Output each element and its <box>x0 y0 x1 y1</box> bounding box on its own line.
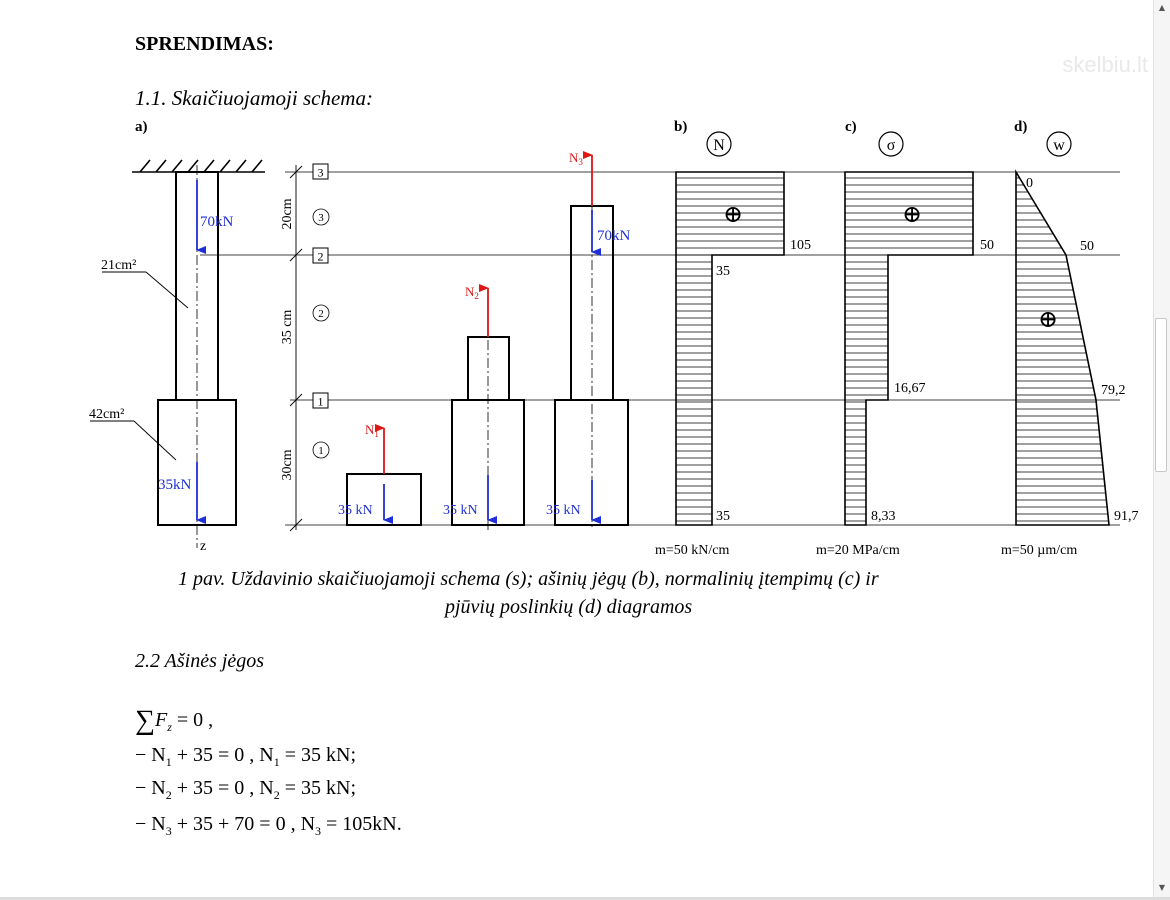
fb3-load35-label: 35 kN <box>546 503 581 518</box>
sigma-value-50: 50 <box>980 238 994 253</box>
load-35kn-label: 35kN <box>158 477 192 493</box>
w-value-79-2: 79,2 <box>1101 383 1126 398</box>
svg-text:1: 1 <box>318 395 324 409</box>
section-2-2-heading: 2.2 Ašinės jėgos <box>135 650 265 672</box>
N-plus-sign: ⊕ <box>723 202 743 228</box>
w-plus-sign: ⊕ <box>1038 307 1058 333</box>
w-diagram <box>1015 169 1110 526</box>
fixed-support-icon <box>132 159 265 173</box>
section-box-3: 3 <box>312 163 329 180</box>
w-value-0: 0 <box>1026 176 1033 191</box>
scrollbar-thumb[interactable] <box>1155 318 1167 472</box>
symbol-sigma-circle: σ <box>878 131 904 157</box>
panel-c-label: c) <box>845 119 857 135</box>
dimension-line <box>289 165 303 532</box>
scroll-down-icon[interactable]: ▼ <box>1158 883 1166 892</box>
w-value-91-7: 91,7 <box>1114 509 1139 524</box>
reaction-N2-label: N2 <box>465 284 479 301</box>
N-diagram <box>675 171 785 526</box>
watermark: skelbiu.lt <box>1062 52 1148 77</box>
sigma-scale-label: m=20 MPa/cm <box>816 543 900 558</box>
scroll-up-icon[interactable]: ▲ <box>1158 3 1166 12</box>
segment-circle-2: 2 <box>312 304 330 322</box>
vertical-scrollbar[interactable]: ▲ ▼ <box>1153 0 1170 900</box>
sigma-plus-sign: ⊕ <box>902 202 922 228</box>
axis-z-label: z <box>200 539 206 554</box>
segment-circle-3: 3 <box>312 208 330 226</box>
w-value-50: 50 <box>1080 239 1094 254</box>
horizontal-scrollbar-edge <box>0 897 1170 900</box>
fb1-load-label: 35 kN <box>338 503 373 518</box>
symbol-N-circle: N <box>706 131 732 157</box>
fb3-load70-label: 70kN <box>597 228 631 244</box>
reaction-N1-label: N1 <box>365 422 379 439</box>
svg-text:w: w <box>1053 137 1065 154</box>
fb2-load-label: 35 kN <box>443 503 478 518</box>
w-scale-label: m=50 µm/cm <box>1001 543 1077 558</box>
svg-text:3: 3 <box>318 166 324 180</box>
N-value-105: 105 <box>790 238 811 253</box>
figure-caption-line2: pjūvių poslinkių (d) diagramos <box>445 596 693 618</box>
load-70kn-label: 70kN <box>200 214 234 230</box>
equation-sum: ∑Fz = 0 , <box>135 705 214 736</box>
panel-a-label: a) <box>135 119 148 135</box>
section-box-1: 1 <box>312 392 329 409</box>
sigma-diagram <box>844 171 974 526</box>
area-leaders <box>90 271 189 461</box>
solution-heading: SPRENDIMAS: <box>135 33 274 55</box>
N-value-35-top: 35 <box>716 264 730 279</box>
dim-35cm: 35 cm <box>280 310 295 345</box>
svg-text:N: N <box>713 137 725 154</box>
segment-circle-1: 1 <box>312 441 330 459</box>
dim-20cm: 20cm <box>280 198 295 229</box>
svg-text:2: 2 <box>318 308 324 320</box>
svg-text:2: 2 <box>318 250 324 264</box>
svg-text:1: 1 <box>318 445 324 457</box>
figure-caption-line1: 1 pav. Uždavinio skaičiuojamoji schema (… <box>178 568 879 590</box>
area-large-label: 42cm² <box>89 407 124 422</box>
sigma-value-16-67: 16,67 <box>894 381 926 396</box>
scheme-subheading: 1.1. Skaičiuojamoji schema: <box>135 86 373 110</box>
equation-N3: − N3 + 35 + 70 = 0 , N3 = 105kN. <box>135 813 402 838</box>
equation-N1: − N1 + 35 = 0 , N1 = 35 kN; <box>135 744 357 769</box>
section-box-2: 2 <box>312 247 329 264</box>
svg-text:σ: σ <box>887 137 896 154</box>
svg-text:3: 3 <box>318 212 324 224</box>
free-body-3 <box>554 205 629 526</box>
area-small-label: 21cm² <box>101 258 136 273</box>
section-lines <box>200 171 1120 526</box>
equation-N2: − N2 + 35 = 0 , N2 = 35 kN; <box>135 777 357 802</box>
N-scale-label: m=50 kN/cm <box>655 543 729 558</box>
dim-30cm: 30cm <box>280 449 295 480</box>
sigma-value-8-33: 8,33 <box>871 509 896 524</box>
panel-b-label: b) <box>674 119 687 135</box>
reaction-N3-label: N3 <box>569 150 583 167</box>
N-value-35-bottom: 35 <box>716 509 730 524</box>
symbol-w-circle: w <box>1046 131 1072 157</box>
panel-d-label: d) <box>1014 119 1027 135</box>
